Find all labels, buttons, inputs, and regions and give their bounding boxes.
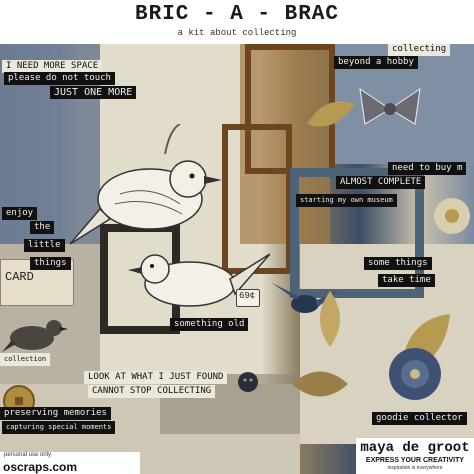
word-strip: CANNOT STOP COLLECTING <box>88 385 216 398</box>
page-subtitle: a kit about collecting <box>177 28 297 38</box>
word-strip: starting my own museum <box>296 194 397 207</box>
page-title: BRIC - A - BRAC <box>134 3 340 26</box>
footer-left: personal use only oscraps.com <box>0 452 140 474</box>
word-strip: JUST ONE MORE <box>50 86 137 99</box>
word-strip: little <box>24 239 65 252</box>
word-strip: something old <box>170 318 249 331</box>
leaf-icon <box>307 101 355 127</box>
designer-slogan: EXPRESS YOUR CREATIVITY <box>365 457 465 464</box>
word-strip: things <box>30 257 71 270</box>
leaf-icon <box>320 291 340 347</box>
ribbon-bow-icon <box>359 87 421 125</box>
sparrow-icon <box>2 320 68 352</box>
site-logo: oscraps.com <box>3 460 78 474</box>
word-strip: preserving memories <box>0 407 111 420</box>
collage-image: CARD 69¢ I NEED MORE SPACE please do not… <box>0 44 474 474</box>
word-strip: please do not touch <box>4 72 115 85</box>
paper-patch <box>160 374 300 434</box>
flower-icon <box>389 348 441 400</box>
blue-frame <box>290 168 424 298</box>
word-strip: beyond a hobby <box>334 56 418 69</box>
header: BRIC - A - BRAC a kit about collecting <box>0 0 474 44</box>
price-tag-text: 69¢ <box>239 291 256 301</box>
word-strip: take time <box>378 274 435 287</box>
flower-icon <box>434 198 470 234</box>
word-strip: collecting <box>388 44 451 56</box>
word-strip: collection <box>0 353 51 366</box>
leaf-icon <box>292 371 348 397</box>
usage-note: personal use only <box>4 452 52 458</box>
designer-tagline: inspiration is everywhere <box>387 465 443 471</box>
word-strip: goodie collector <box>372 412 467 425</box>
word-strip: LOOK AT WHAT I JUST FOUND <box>84 371 228 384</box>
word-strip: I NEED MORE SPACE <box>2 60 103 73</box>
bird-illustration-small-icon <box>128 253 270 307</box>
bird-illustration-icon <box>70 124 222 245</box>
word-strip: need to buy m <box>388 162 467 175</box>
paper-patch <box>240 44 330 244</box>
card-label: CARD <box>5 270 34 284</box>
word-strip: the <box>30 221 55 234</box>
wooden-frame <box>222 124 292 274</box>
designer-badge: maya de groot EXPRESS YOUR CREATIVITY in… <box>356 437 474 474</box>
word-strip: capturing special moments <box>2 421 116 434</box>
word-strip: enjoy <box>2 207 38 220</box>
designer-name: maya de groot <box>360 440 470 456</box>
word-strip: some things <box>364 257 432 270</box>
word-strip: ALMOST COMPLETE <box>336 176 426 189</box>
price-tag: 69¢ <box>236 289 260 307</box>
button-icon <box>238 372 258 392</box>
